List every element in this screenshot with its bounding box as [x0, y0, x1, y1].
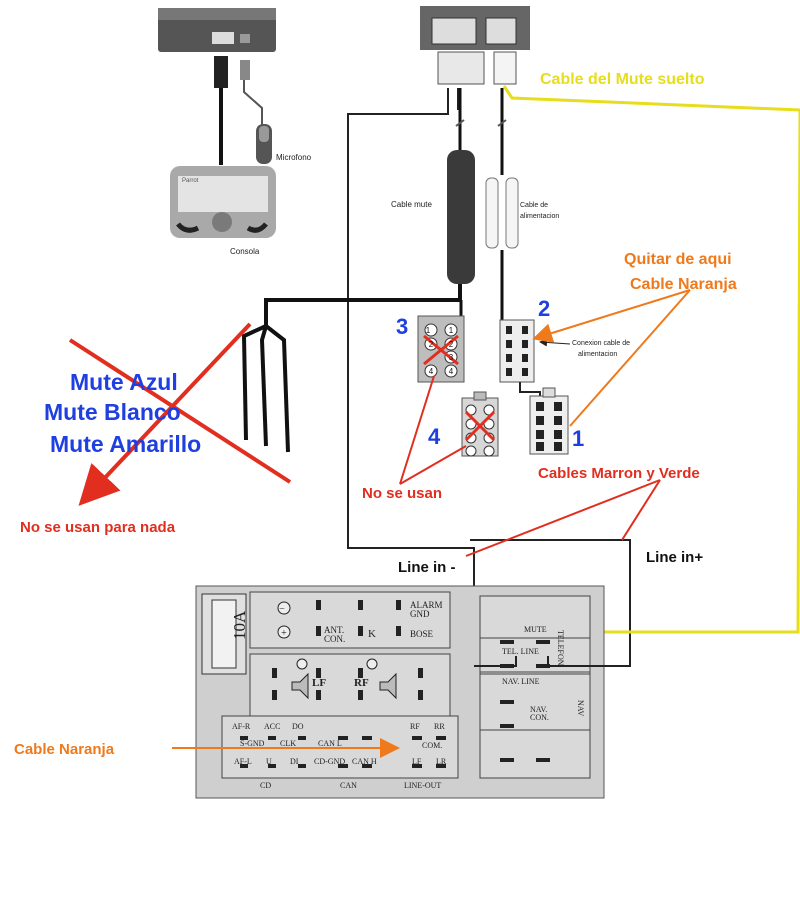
line-in-minus-wire — [347, 88, 631, 667]
parrot-console — [170, 166, 276, 238]
ant-label: ANT. — [324, 625, 344, 635]
mute-cable-assembly — [264, 88, 475, 326]
nav-con-label-1: NAV. — [530, 705, 547, 714]
red-pointer-no-use-2 — [399, 445, 467, 485]
mute-yellow-label: Mute Amarillo — [50, 431, 201, 457]
cd-section-label: CD — [260, 781, 271, 790]
com-label: COM. — [422, 741, 442, 750]
c3-pin-4a: 4 — [429, 367, 434, 376]
con-label: CON. — [324, 634, 345, 644]
c3-pin-1b: 1 — [449, 326, 454, 335]
red-pointer-no-use-1 — [399, 375, 435, 485]
connector-number-1: 1 — [572, 426, 584, 451]
nav-con-label-2: CON. — [530, 713, 549, 722]
lr-out-label: LR — [436, 757, 447, 766]
lf-out-label: LF — [412, 757, 422, 766]
cd-gnd-label: CD-GND — [314, 757, 345, 766]
connector-1 — [529, 387, 569, 455]
red-pointer-line-minus — [465, 479, 661, 557]
connector-4 — [461, 391, 499, 457]
console-label: Consola — [230, 247, 260, 256]
tel-line-label: TEL. LINE — [502, 647, 539, 656]
mute-loose-wire — [502, 85, 800, 634]
fuse-label: 10A — [230, 610, 249, 640]
orange-pointer-1 — [532, 289, 691, 343]
connector-2 — [499, 319, 535, 383]
c3-pin-4b: 4 — [449, 367, 454, 376]
panel-plus: + — [281, 628, 287, 639]
c3-pin-1a: 1 — [426, 326, 431, 335]
orange-pointer-2 — [569, 289, 691, 427]
parrot-main-unit — [158, 8, 276, 52]
can-h-label: CAN H — [352, 757, 377, 766]
line-in-minus-label: Line in - — [398, 559, 456, 576]
harness-connector-box — [420, 6, 530, 85]
line-in-panel-wire-plus — [547, 656, 630, 667]
orange-cable-left-annotation: Cable Naranja — [14, 741, 115, 758]
line-in-panel-wire-minus — [474, 656, 517, 667]
c3-pin-2a: 2 — [429, 340, 434, 349]
bose-label: BOSE — [410, 629, 434, 639]
power-connection-label-1: Conexion cable de — [572, 340, 630, 347]
mute-loose-annotation: Cable del Mute suelto — [540, 71, 705, 88]
cross-out-mark — [68, 322, 292, 506]
remove-here-annotation: Quitar de aqui — [624, 251, 732, 268]
microphone-label: Microfono — [276, 153, 312, 162]
microphone-icon — [256, 124, 272, 164]
mute-cable-label: Cable mute — [391, 200, 432, 209]
alarm-label: ALARM — [410, 600, 443, 610]
telefon-label: TELEFON — [556, 630, 565, 666]
can-section-label: CAN — [340, 781, 357, 790]
nav-side-label: NAV — [576, 700, 585, 717]
panel-minus: − — [279, 604, 285, 615]
line-in-plus-label: Line in+ — [646, 549, 703, 566]
console-brand: Parrot — [182, 178, 199, 184]
red-pointer-line-plus — [621, 479, 661, 541]
connector-link-wire — [519, 382, 541, 396]
can-l-label: CAN L — [318, 739, 342, 748]
rf-out-label: RF — [410, 722, 420, 731]
orange-cable-annotation: Cable Naranja — [630, 276, 737, 293]
connector-number-4: 4 — [428, 424, 441, 449]
c3-pin-2b: 2 — [449, 340, 454, 349]
sgnd-label: S-GND — [240, 739, 265, 748]
rr-out-label: RR — [434, 722, 445, 731]
power-cable-label-1: Cable de — [520, 202, 548, 209]
u-label: U — [266, 757, 272, 766]
nav-line-label: NAV. LINE — [502, 677, 540, 686]
gnd-label: GND — [410, 609, 430, 619]
mute-blue-label: Mute Azul — [70, 369, 178, 395]
afr-label: AF-R — [232, 722, 251, 731]
connector-3 — [417, 315, 465, 383]
line-out-section-label: LINE-OUT — [404, 781, 441, 790]
power-cable-assembly — [485, 88, 519, 320]
power-cable-label-2: alimentacion — [520, 213, 559, 220]
acc-label: ACC — [264, 722, 280, 731]
not-used-at-all-annotation: No se usan para nada — [20, 519, 176, 536]
power-connection-label-2: alimentacion — [578, 351, 617, 358]
lf-speaker-label: LF — [312, 677, 326, 689]
power-connection-arrow — [539, 338, 571, 347]
mute-white-label: Mute Blanco — [44, 399, 181, 425]
di-label: DI — [290, 757, 299, 766]
mute-pin-label: MUTE — [524, 625, 547, 634]
do-label: DO — [292, 722, 304, 731]
connector-number-3: 3 — [396, 314, 408, 339]
radio-back-panel — [195, 585, 605, 799]
main-unit-cable — [214, 56, 263, 165]
loose-mute-wires — [241, 324, 290, 453]
rf-speaker-label: RF — [354, 677, 369, 689]
brown-green-annotation: Cables Marron y Verde — [538, 465, 700, 482]
not-used-annotation: No se usan — [362, 485, 442, 502]
k-label: K — [368, 628, 376, 640]
clk-label: CLK — [280, 739, 296, 748]
connector-number-2: 2 — [538, 296, 550, 321]
afl-label: AF-L — [234, 757, 252, 766]
c3-pin-3: 3 — [449, 353, 454, 362]
